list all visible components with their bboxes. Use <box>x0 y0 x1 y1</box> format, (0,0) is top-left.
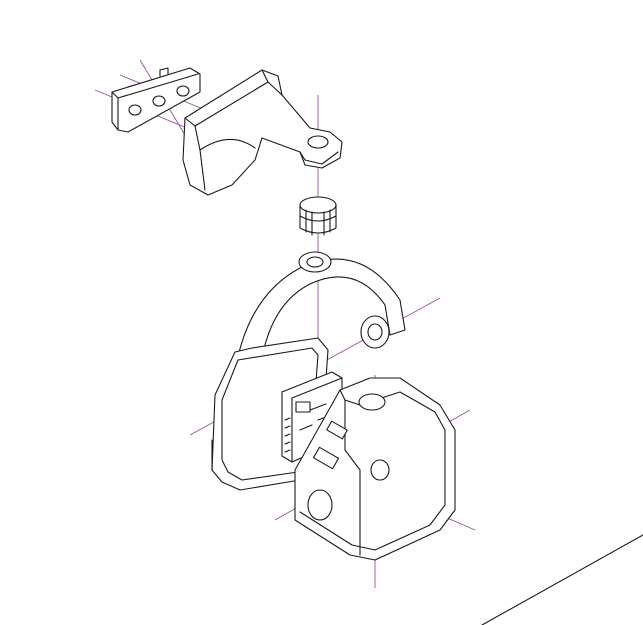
hinge-arm <box>182 69 343 196</box>
octagonal-housing <box>294 377 456 561</box>
mounting-plate <box>111 67 201 133</box>
ground-line <box>481 534 643 625</box>
collet-connector <box>299 196 337 236</box>
